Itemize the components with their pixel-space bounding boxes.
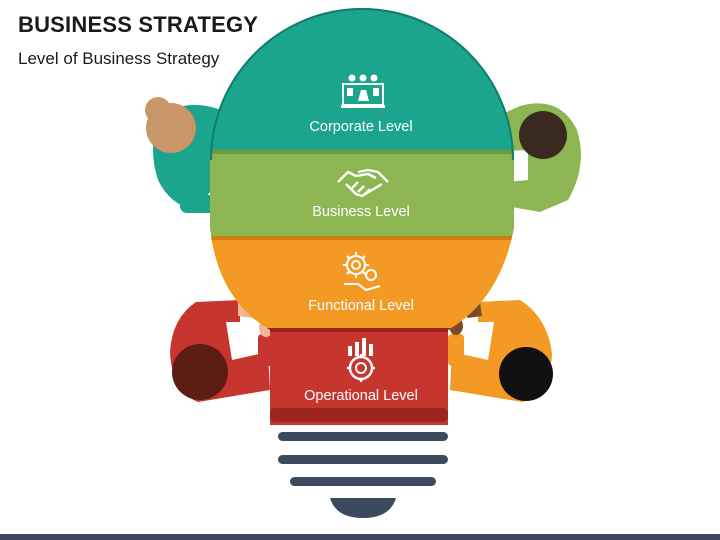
handshake-icon: [337, 168, 389, 198]
level-label-corporate: Corporate Level: [309, 119, 412, 135]
base-ring-3: [290, 477, 436, 486]
page-title: BUSINESS STRATEGY: [18, 12, 259, 37]
level-label-operational: Operational Level: [304, 388, 418, 404]
base-ring-2: [278, 455, 448, 464]
gear-idea-icon: [343, 252, 381, 292]
bottom-bar: [0, 534, 720, 540]
growth-gear-icon: [347, 338, 375, 382]
level-label-business: Business Level: [312, 204, 410, 220]
page-subtitle: Level of Business Strategy: [18, 49, 220, 68]
base-tip: [330, 498, 396, 518]
functional-band: [210, 238, 514, 330]
base-ring-1: [278, 432, 448, 441]
level-label-functional: Functional Level: [308, 298, 414, 314]
boardroom-icon: [341, 74, 385, 108]
bulb-neck-shadow: [270, 408, 448, 422]
